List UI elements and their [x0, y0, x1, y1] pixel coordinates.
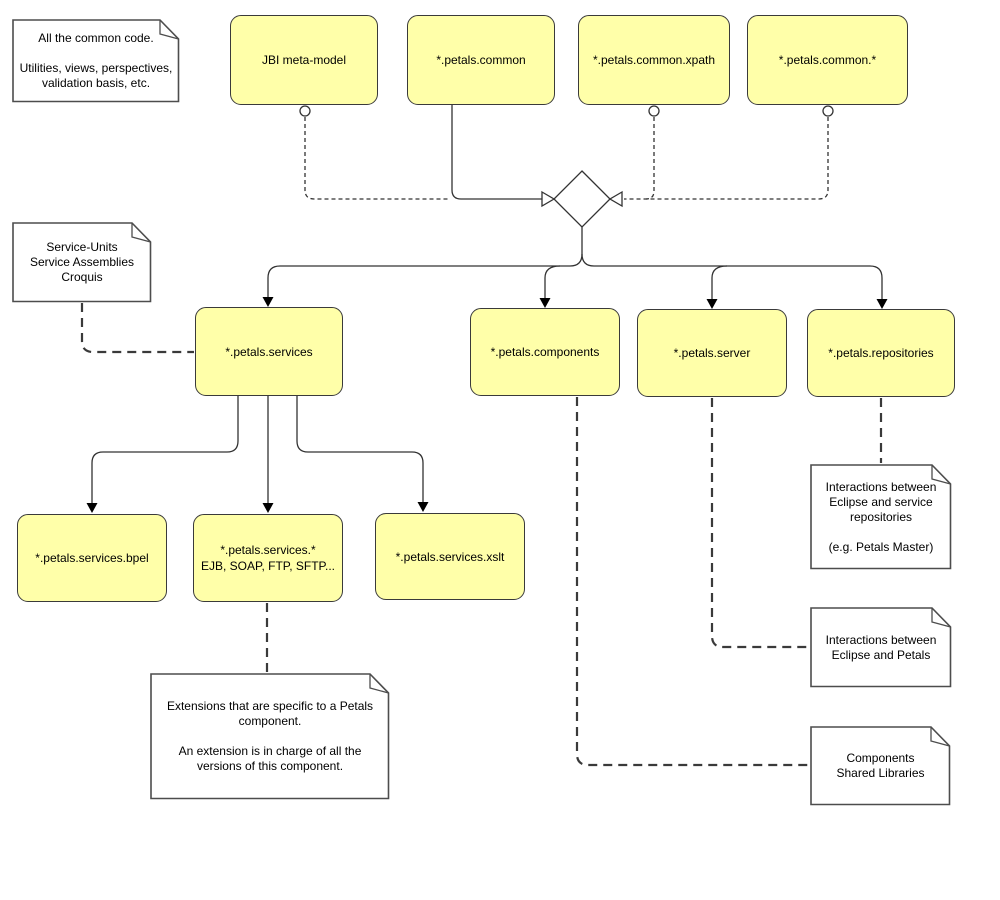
- package-petals-common-star[interactable]: *.petals.common.*: [747, 15, 908, 105]
- note-shape: [12, 222, 152, 303]
- package-label: *.petals.common.xpath: [592, 53, 716, 67]
- package-label: *.petals.services.*: [220, 543, 316, 557]
- note-text: (e.g. Petals Master): [828, 539, 934, 554]
- package-petals-common[interactable]: *.petals.common: [407, 15, 555, 105]
- note-text: Interactions between: [825, 632, 937, 647]
- note-shape: [810, 464, 952, 570]
- package-label: *.petals.server: [673, 346, 751, 360]
- dashed-links-top: [304, 117, 829, 200]
- note-text: Interactions between: [825, 479, 937, 494]
- package-petals-services-star[interactable]: *.petals.services.* EJB, SOAP, FTP, SFTP…: [193, 514, 343, 602]
- package-petals-services-xslt[interactable]: *.petals.services.xslt: [375, 513, 525, 600]
- tree-links-services: [91, 396, 424, 506]
- package-petals-components[interactable]: *.petals.components: [470, 308, 620, 396]
- note-text: Service Assemblies: [29, 255, 135, 269]
- aggregation-diamond-icon: [541, 170, 623, 228]
- lollipop-icon: [299, 105, 834, 117]
- package-label: JBI meta-model: [261, 53, 347, 67]
- package-label: *.petals.services: [225, 344, 313, 359]
- package-petals-services-bpel[interactable]: *.petals.services.bpel: [17, 514, 167, 602]
- note-text: Service-Units: [46, 240, 118, 254]
- note-text: All the common code.: [38, 31, 154, 45]
- note-shape: [810, 726, 951, 806]
- note-shape: [150, 673, 390, 800]
- note-text: Extensions that are specific to a Petals: [166, 699, 374, 713]
- note-extensions[interactable]: Extensions that are specific to a Petals…: [150, 673, 390, 800]
- note-text: Eclipse and service: [829, 494, 933, 509]
- note-repositories-interactions[interactable]: Interactions between Eclipse and service…: [810, 464, 952, 570]
- note-service-units[interactable]: Service-Units Service Assemblies Croquis: [12, 222, 152, 303]
- package-label: *.petals.common.*: [778, 53, 877, 67]
- note-text: versions of this component.: [196, 759, 344, 773]
- note-eclipse-petals-interactions[interactable]: Interactions between Eclipse and Petals: [810, 607, 952, 688]
- package-sublabel: EJB, SOAP, FTP, SFTP...: [200, 559, 336, 573]
- note-text: Utilities, views, perspectives,: [19, 61, 173, 75]
- package-label: *.petals.services.xslt: [395, 549, 505, 564]
- package-petals-services[interactable]: *.petals.services: [195, 307, 343, 396]
- note-text: validation basis, etc.: [41, 76, 151, 90]
- note-common-code[interactable]: All the common code. Utilities, views, p…: [12, 19, 180, 103]
- package-petals-server[interactable]: *.petals.server: [637, 309, 787, 397]
- note-shape: [810, 607, 952, 688]
- note-text: Shared Libraries: [836, 766, 925, 780]
- note-text: repositories: [849, 509, 913, 524]
- package-petals-repositories[interactable]: *.petals.repositories: [807, 309, 955, 397]
- package-petals-common-xpath[interactable]: *.petals.common.xpath: [578, 15, 730, 105]
- package-label: *.petals.common: [436, 53, 526, 67]
- package-label: *.petals.repositories: [828, 346, 934, 360]
- note-text: Croquis: [61, 270, 103, 284]
- note-shape: [12, 19, 180, 103]
- note-shared-libraries[interactable]: Components Shared Libraries: [810, 726, 951, 806]
- note-text: component.: [238, 714, 302, 728]
- solid-link-common: [451, 105, 542, 200]
- package-label: *.petals.services.bpel: [35, 551, 149, 565]
- package-jbi-meta-model[interactable]: JBI meta-model: [230, 15, 378, 105]
- package-label: *.petals.components: [490, 345, 600, 359]
- note-text: An extension is in charge of all the: [178, 744, 362, 758]
- tree-links-main: [267, 227, 883, 302]
- note-text: Components: [846, 751, 915, 765]
- note-text: Eclipse and Petals: [831, 647, 931, 662]
